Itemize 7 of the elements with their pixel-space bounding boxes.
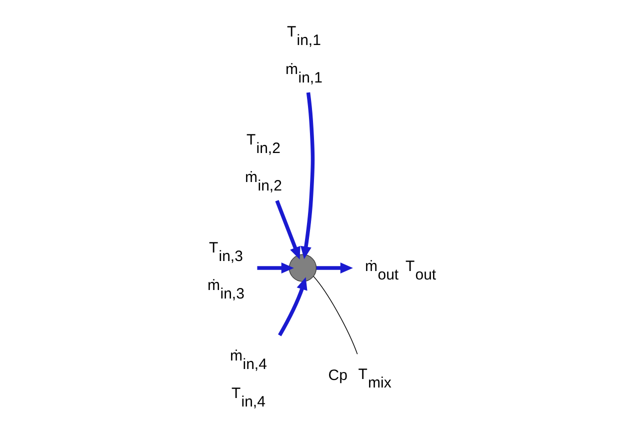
arrow	[316, 262, 352, 274]
arrow	[274, 200, 300, 260]
connector	[312, 276, 358, 355]
arrow	[256, 262, 294, 274]
arrow	[300, 92, 314, 260]
arrow	[278, 277, 307, 336]
node-circle	[288, 254, 316, 282]
